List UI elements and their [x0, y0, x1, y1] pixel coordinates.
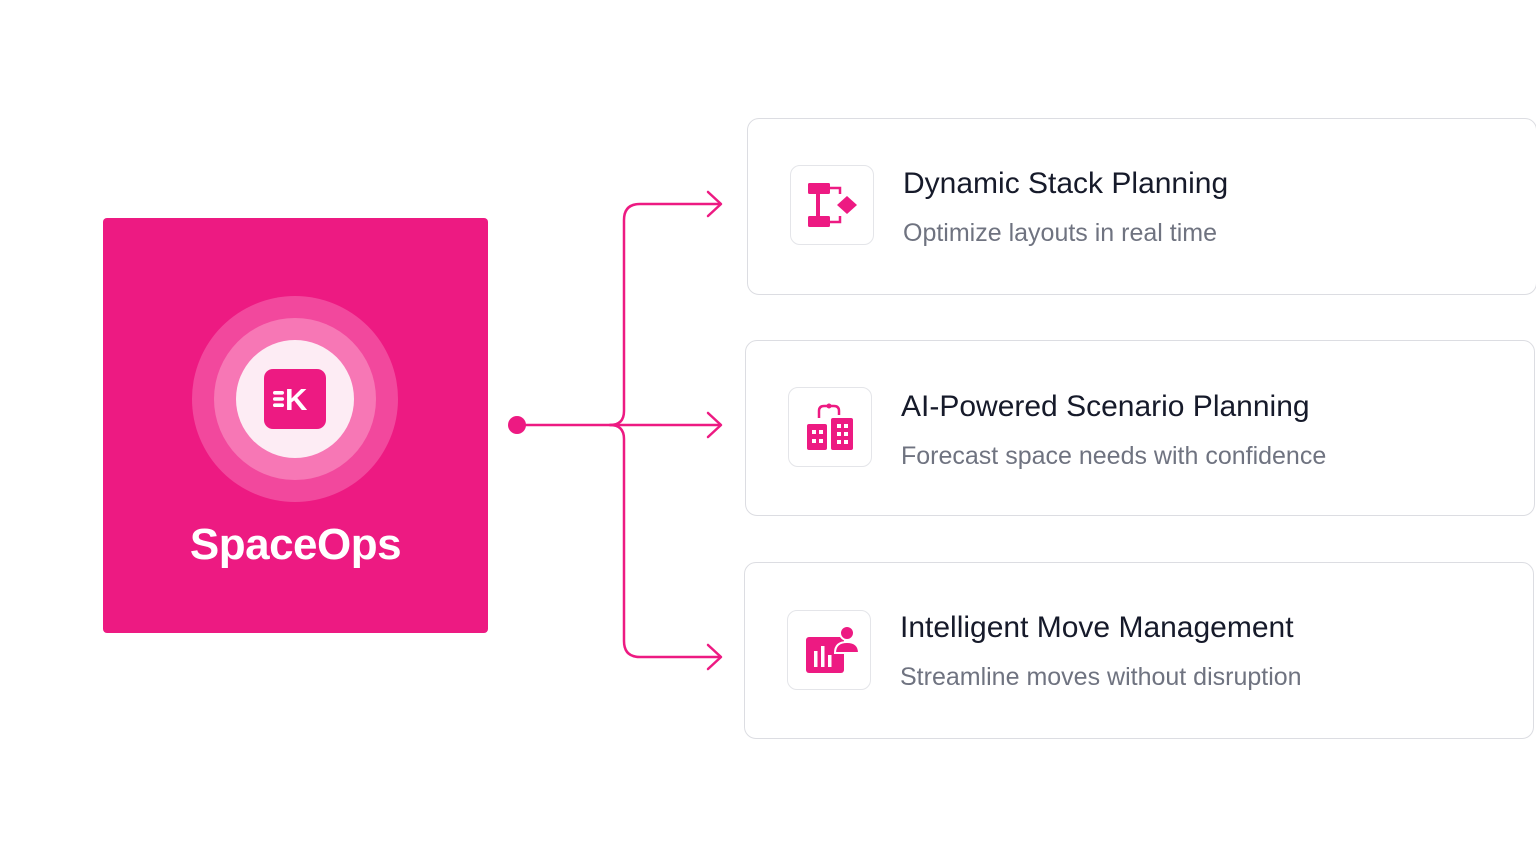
building-signal-icon: [788, 387, 872, 467]
feature-title: Dynamic Stack Planning: [903, 167, 1229, 200]
feature-card-dynamic-stack-planning: Dynamic Stack Planning Optimize layouts …: [747, 118, 1536, 295]
arrowhead-middle: [706, 411, 723, 439]
connector-line-bottom: [608, 423, 722, 659]
feature-title: AI-Powered Scenario Planning: [901, 390, 1310, 423]
connector-line-top: [515, 202, 722, 427]
feature-subtitle: Optimize layouts in real time: [903, 219, 1218, 247]
spaceops-logo-icon: K: [264, 369, 326, 429]
feature-title: Intelligent Move Management: [900, 611, 1294, 644]
arrowhead-top: [706, 190, 723, 218]
feature-subtitle: Forecast space needs with confidence: [901, 442, 1327, 470]
flowchart-icon: [790, 165, 874, 245]
feature-subtitle: Streamline moves without disruption: [900, 663, 1302, 691]
feature-card-ai-scenario-planning: AI-Powered Scenario Planning Forecast sp…: [745, 340, 1535, 516]
brand-name: SpaceOps: [189, 520, 402, 569]
arrowhead-bottom: [706, 643, 723, 671]
logo-letter: K: [285, 382, 308, 417]
chart-person-icon: [787, 610, 871, 690]
feature-card-move-management: Intelligent Move Management Streamline m…: [744, 562, 1534, 739]
